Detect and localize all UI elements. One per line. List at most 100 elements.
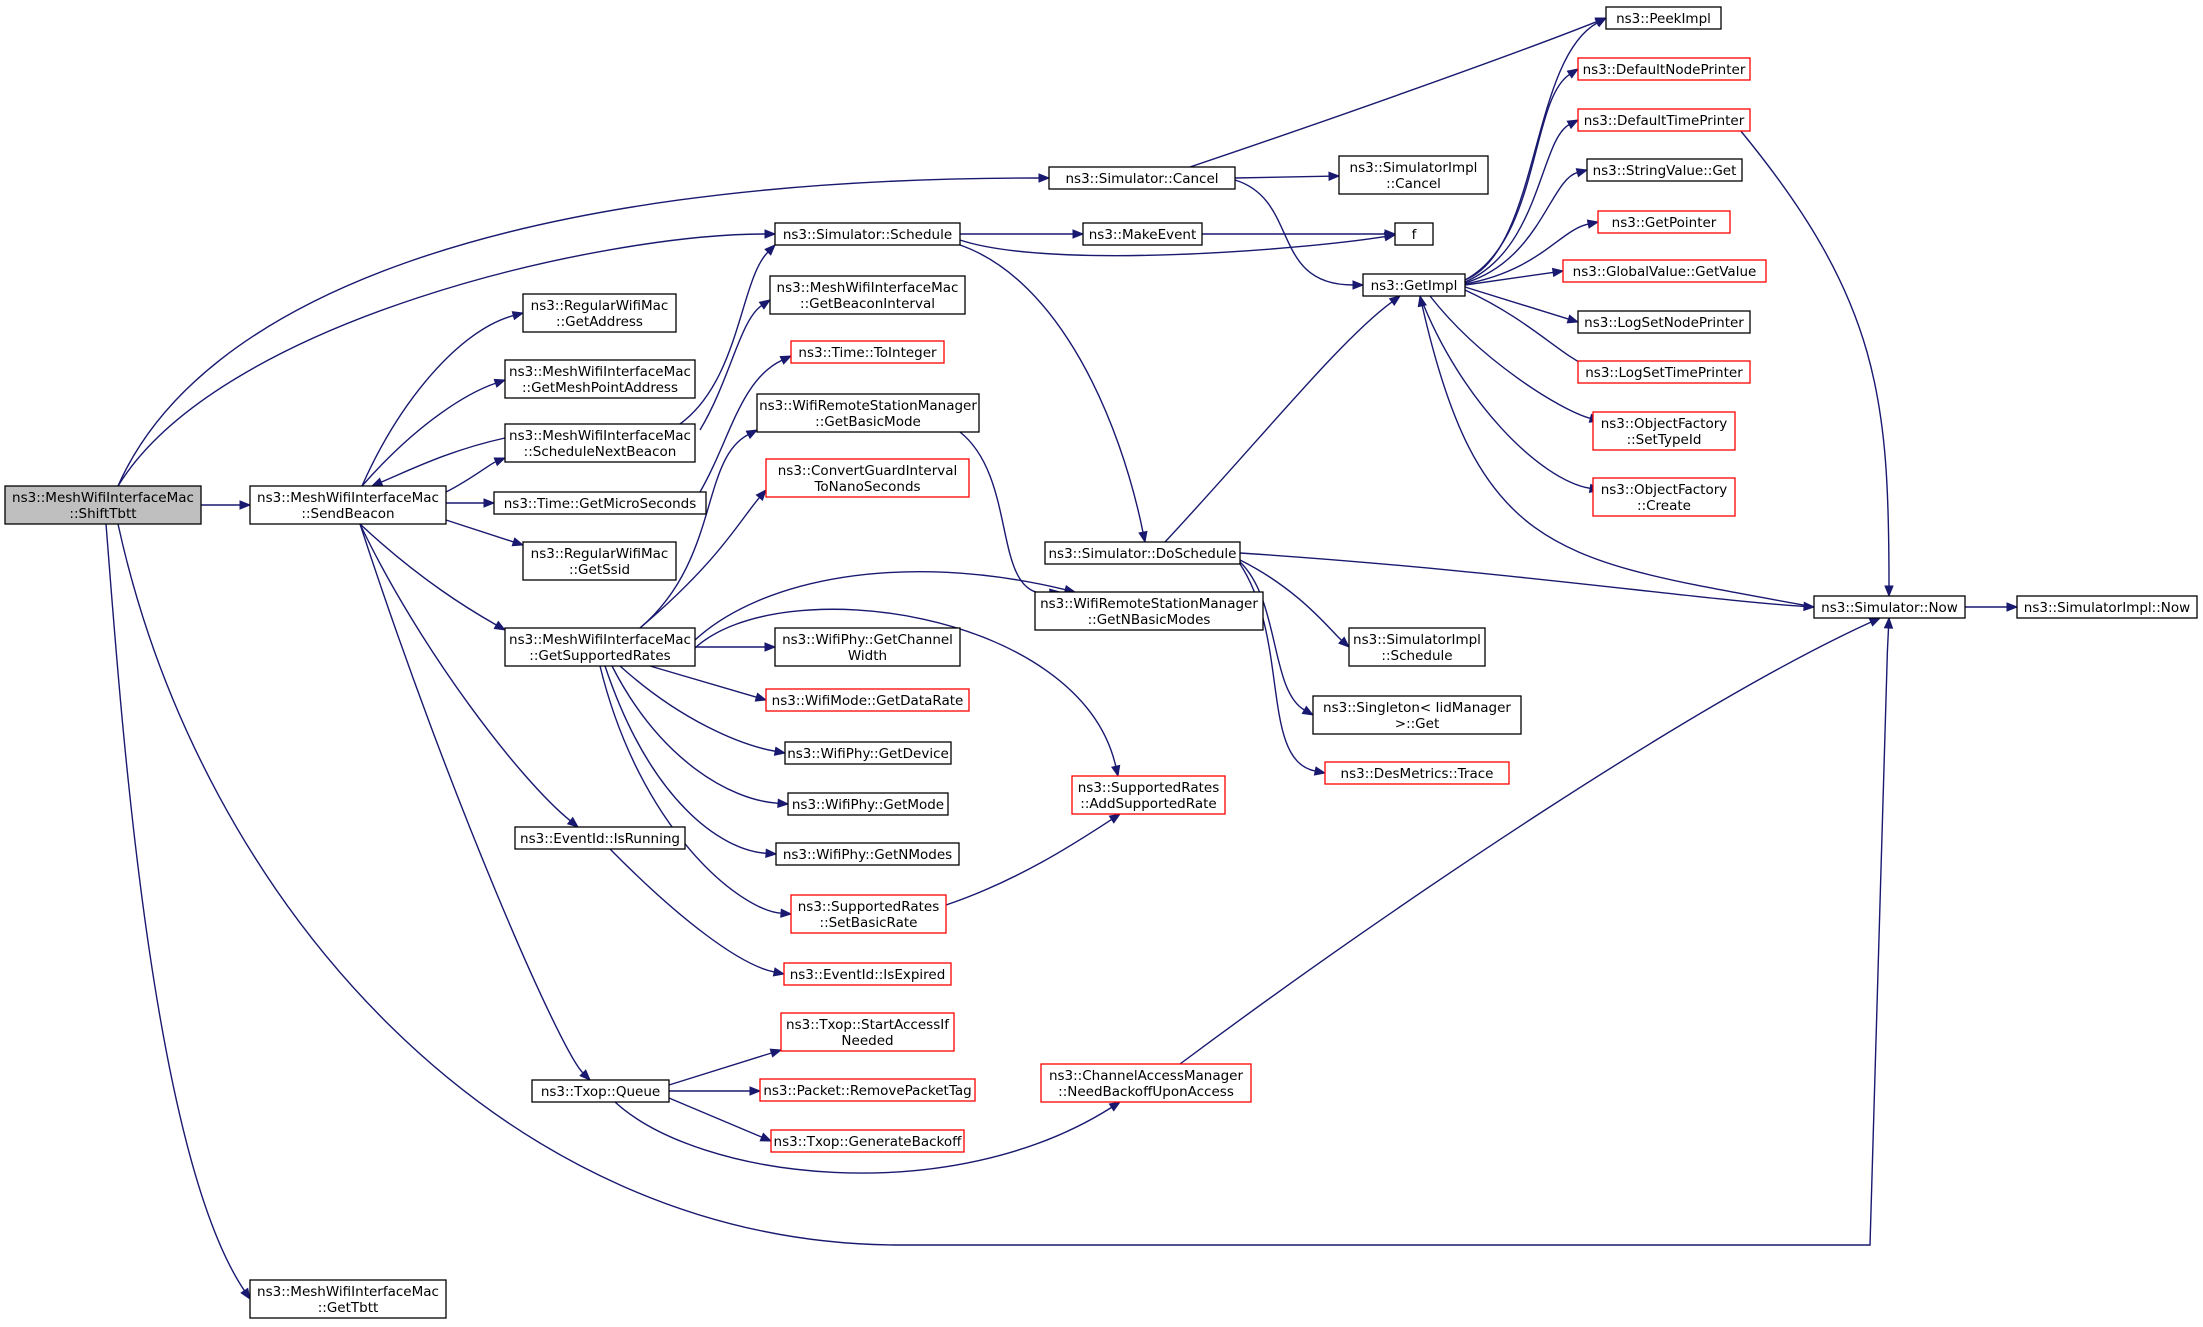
node-label: ns3::DefaultNodePrinter — [1583, 62, 1746, 78]
edge-schedulenextbeacon-to-schedule — [679, 244, 776, 425]
node-label: ns3::MeshWifiInterfaceMac — [257, 1284, 439, 1300]
node-sendbeacon[interactable]: ns3::MeshWifiInterfaceMac::SendBeacon — [249, 485, 447, 525]
edge-line — [1234, 179, 1354, 286]
node-generatebackoff[interactable]: ns3::Txop::GenerateBackoff — [770, 1129, 965, 1153]
arrowhead — [1384, 229, 1397, 239]
node-label: ns3::Singleton< IidManager — [1323, 700, 1511, 716]
node-needbackoff[interactable]: ns3::ChannelAccessManager::NeedBackoffUp… — [1040, 1063, 1252, 1103]
node-isexpired[interactable]: ns3::EventId::IsExpired — [783, 962, 952, 986]
node-implschedule[interactable]: ns3::SimulatorImpl::Schedule — [1348, 627, 1486, 667]
node-label: ns3::LogSetNodePrinter — [1584, 315, 1744, 331]
edge-schedulenextbeacon-to-sendbeacon — [370, 437, 506, 487]
node-getimpl[interactable]: ns3::GetImpl — [1362, 273, 1466, 297]
node-getdatarate[interactable]: ns3::WifiMode::GetDataRate — [765, 688, 970, 712]
node-box — [787, 792, 949, 816]
node-f[interactable]: f — [1394, 222, 1434, 246]
edge-sendbeacon-to-getaddress — [361, 311, 525, 487]
node-label: ::Schedule — [1381, 648, 1452, 664]
arrowhead — [1566, 119, 1580, 130]
arrowhead — [1111, 764, 1121, 778]
node-getsupportedrates[interactable]: ns3::MeshWifiInterfaceMac::GetSupportedR… — [504, 627, 696, 667]
edge-line — [105, 523, 246, 1292]
edge-getsupportedrates-to-convertguard — [639, 488, 767, 629]
node-makeevent[interactable]: ns3::MakeEvent — [1082, 222, 1203, 246]
node-txopqueue[interactable]: ns3::Txop::Queue — [531, 1079, 670, 1103]
arrowhead — [1038, 173, 1051, 183]
edge-getbasicmode-to-getnbasicmodes — [959, 431, 1062, 598]
edge-schedulenextbeacon-to-getbeaconinterval — [699, 299, 772, 431]
node-label: ns3::Time::ToInteger — [798, 345, 937, 361]
arrowhead — [1108, 813, 1122, 824]
node-getbasicmode[interactable]: ns3::WifiRemoteStationManager::GetBasicM… — [756, 393, 980, 433]
node-getdevice[interactable]: ns3::WifiPhy::GetDevice — [784, 741, 952, 765]
node-implnow[interactable]: ns3::SimulatorImpl::Now — [2016, 595, 2198, 619]
node-schedule[interactable]: ns3::Simulator::Schedule — [774, 222, 961, 246]
node-stringvalueget[interactable]: ns3::StringValue::Get — [1586, 158, 1743, 182]
node-peekimpl[interactable]: ns3::PeekImpl — [1605, 6, 1722, 30]
arrowhead — [483, 498, 496, 508]
node-label: ::SetTypeId — [1627, 432, 1702, 448]
node-label: ::GetTbtt — [318, 1300, 379, 1316]
node-box — [1586, 158, 1743, 182]
node-schedulenextbeacon[interactable]: ns3::MeshWifiInterfaceMac::ScheduleNextB… — [504, 423, 696, 463]
node-gettbtt[interactable]: ns3::MeshWifiInterfaceMac::GetTbtt — [249, 1279, 447, 1319]
edge-getsupportedrates-to-getbasicmode — [639, 429, 759, 629]
node-getmode[interactable]: ns3::WifiPhy::GetMode — [787, 792, 949, 816]
node-setbasicrate[interactable]: ns3::SupportedRates::SetBasicRate — [790, 894, 947, 934]
edge-getsupportedrates-to-getdatarate — [649, 665, 768, 702]
node-cancel[interactable]: ns3::Simulator::Cancel — [1048, 166, 1236, 190]
node-box — [522, 293, 677, 333]
node-doschedule[interactable]: ns3::Simulator::DoSchedule — [1044, 541, 1241, 565]
arrowhead — [240, 1287, 251, 1301]
node-getmeshpointaddress[interactable]: ns3::MeshWifiInterfaceMac::GetMeshPointA… — [504, 359, 696, 399]
node-desmetrics[interactable]: ns3::DesMetrics::Trace — [1324, 761, 1510, 785]
node-label: ns3::EventId::IsRunning — [520, 831, 680, 847]
node-label: ns3::ObjectFactory — [1601, 416, 1728, 432]
node-shifttbtt[interactable]: ns3::MeshWifiInterfaceMac::ShiftTbtt — [4, 485, 202, 525]
node-label: ::GetNBasicModes — [1088, 612, 1211, 628]
node-settypeid[interactable]: ns3::ObjectFactory::SetTypeId — [1592, 411, 1736, 451]
node-defaulttimeprinter[interactable]: ns3::DefaultTimePrinter — [1577, 108, 1751, 132]
arrowhead — [780, 908, 793, 918]
node-box — [249, 485, 447, 525]
node-simnow[interactable]: ns3::Simulator::Now — [1813, 595, 1966, 619]
node-getmicroseconds[interactable]: ns3::Time::GetMicroSeconds — [493, 491, 707, 515]
node-box — [790, 894, 947, 934]
node-create[interactable]: ns3::ObjectFactory::Create — [1592, 477, 1736, 517]
node-isrunning[interactable]: ns3::EventId::IsRunning — [514, 826, 686, 850]
edge-line — [668, 1052, 772, 1086]
node-addsupportedrate[interactable]: ns3::SupportedRates::AddSupportedRate — [1071, 775, 1226, 815]
arrowhead — [1883, 616, 1894, 629]
node-removepackettag[interactable]: ns3::Packet::RemovePacketTag — [759, 1078, 976, 1102]
node-box — [1324, 761, 1510, 785]
edge-line — [694, 571, 1066, 641]
node-getnbasicmodes[interactable]: ns3::WifiRemoteStationManager::GetNBasic… — [1034, 591, 1264, 631]
edge-line — [619, 665, 776, 752]
edge-line — [1164, 301, 1393, 543]
node-implcancel[interactable]: ns3::SimulatorImpl::Cancel — [1338, 155, 1489, 195]
node-box — [504, 359, 696, 399]
node-getbeaconinterval[interactable]: ns3::MeshWifiInterfaceMac::GetBeaconInte… — [769, 275, 966, 315]
edge-sendbeacon-to-schedulenextbeacon — [445, 457, 507, 493]
node-getnmodes[interactable]: ns3::WifiPhy::GetNModes — [775, 842, 960, 866]
edge-getsupportedrates-to-addsupportedrate — [694, 608, 1121, 778]
node-getssid[interactable]: ns3::RegularWifiMac::GetSsid — [522, 541, 677, 581]
node-label: ::NeedBackoffUponAccess — [1058, 1084, 1234, 1100]
arrowhead — [749, 1086, 762, 1096]
node-logsetnodeprinter[interactable]: ns3::LogSetNodePrinter — [1577, 310, 1751, 334]
edge-line — [649, 665, 757, 698]
node-globalvalue[interactable]: ns3::GlobalValue::GetValue — [1562, 259, 1767, 283]
node-getaddress[interactable]: ns3::RegularWifiMac::GetAddress — [522, 293, 677, 333]
node-box — [774, 222, 961, 246]
edge-line — [679, 251, 769, 425]
edge-line — [1464, 124, 1570, 283]
node-getpointer[interactable]: ns3::GetPointer — [1597, 210, 1731, 234]
node-logsettimeprinter[interactable]: ns3::LogSetTimePrinter — [1577, 360, 1751, 384]
node-defaultnodeprinter[interactable]: ns3::DefaultNodePrinter — [1577, 57, 1751, 81]
node-box — [783, 962, 952, 986]
node-singletonget[interactable]: ns3::Singleton< IidManager>::Get — [1312, 695, 1522, 735]
node-tointeger[interactable]: ns3::Time::ToInteger — [790, 340, 945, 364]
